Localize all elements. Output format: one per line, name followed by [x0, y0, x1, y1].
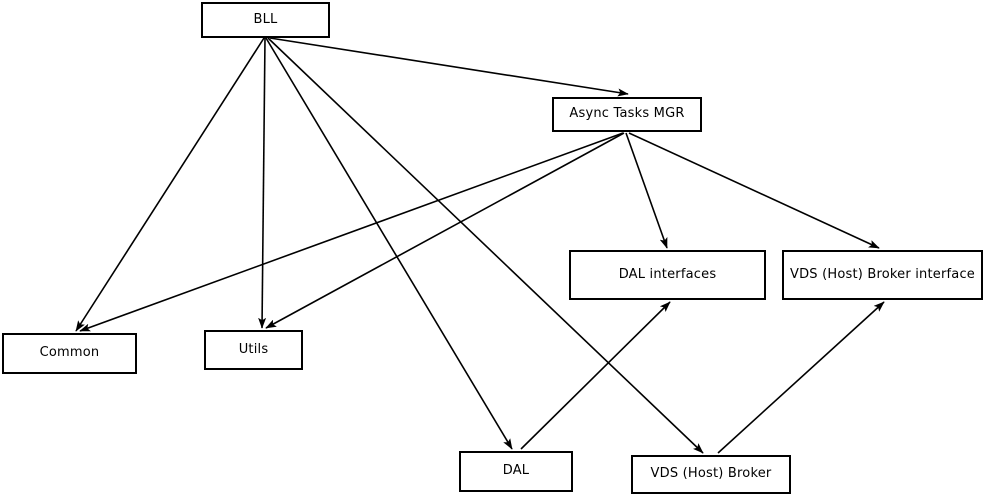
node-label-dal: DAL: [502, 463, 530, 479]
node-label-vds-host-broker-interface: VDS (Host) Broker interface: [789, 266, 975, 282]
edge-async-to-dal_if: [625, 132, 668, 249]
edge-async-to-common: [79, 132, 624, 332]
edge-group: [75, 37, 885, 454]
node-utils[interactable]: Utils: [204, 330, 303, 370]
node-dal-interfaces[interactable]: DAL interfaces: [569, 250, 766, 300]
node-label-bll: BLL: [253, 11, 278, 27]
node-label-vds-host-broker: VDS (Host) Broker: [650, 466, 772, 482]
edge-bll-to-common: [75, 37, 265, 332]
node-label-dal-interfaces: DAL interfaces: [618, 266, 717, 282]
node-label-utils: Utils: [238, 341, 269, 357]
edge-bll-to-async: [269, 37, 629, 97]
edge-vds_broker-to-vds_if: [717, 301, 885, 454]
node-label-common: Common: [39, 345, 100, 361]
node-common[interactable]: Common: [2, 333, 137, 374]
node-bll[interactable]: BLL: [201, 2, 330, 38]
edge-async-to-utils: [265, 132, 625, 329]
node-async-tasks-mgr[interactable]: Async Tasks MGR: [552, 97, 702, 132]
edge-bll-to-utils: [258, 37, 267, 329]
edge-bll-to-dal: [265, 37, 513, 450]
edge-async-to-vds_if: [628, 132, 880, 249]
node-vds-host-broker-interface[interactable]: VDS (Host) Broker interface: [782, 250, 983, 300]
edge-bll-to-vds_broker: [267, 37, 704, 454]
node-label-async-tasks-mgr: Async Tasks MGR: [569, 106, 685, 122]
edge-dal-to-dal_if: [520, 301, 671, 450]
node-dal[interactable]: DAL: [459, 451, 573, 492]
node-vds-host-broker[interactable]: VDS (Host) Broker: [631, 455, 791, 494]
